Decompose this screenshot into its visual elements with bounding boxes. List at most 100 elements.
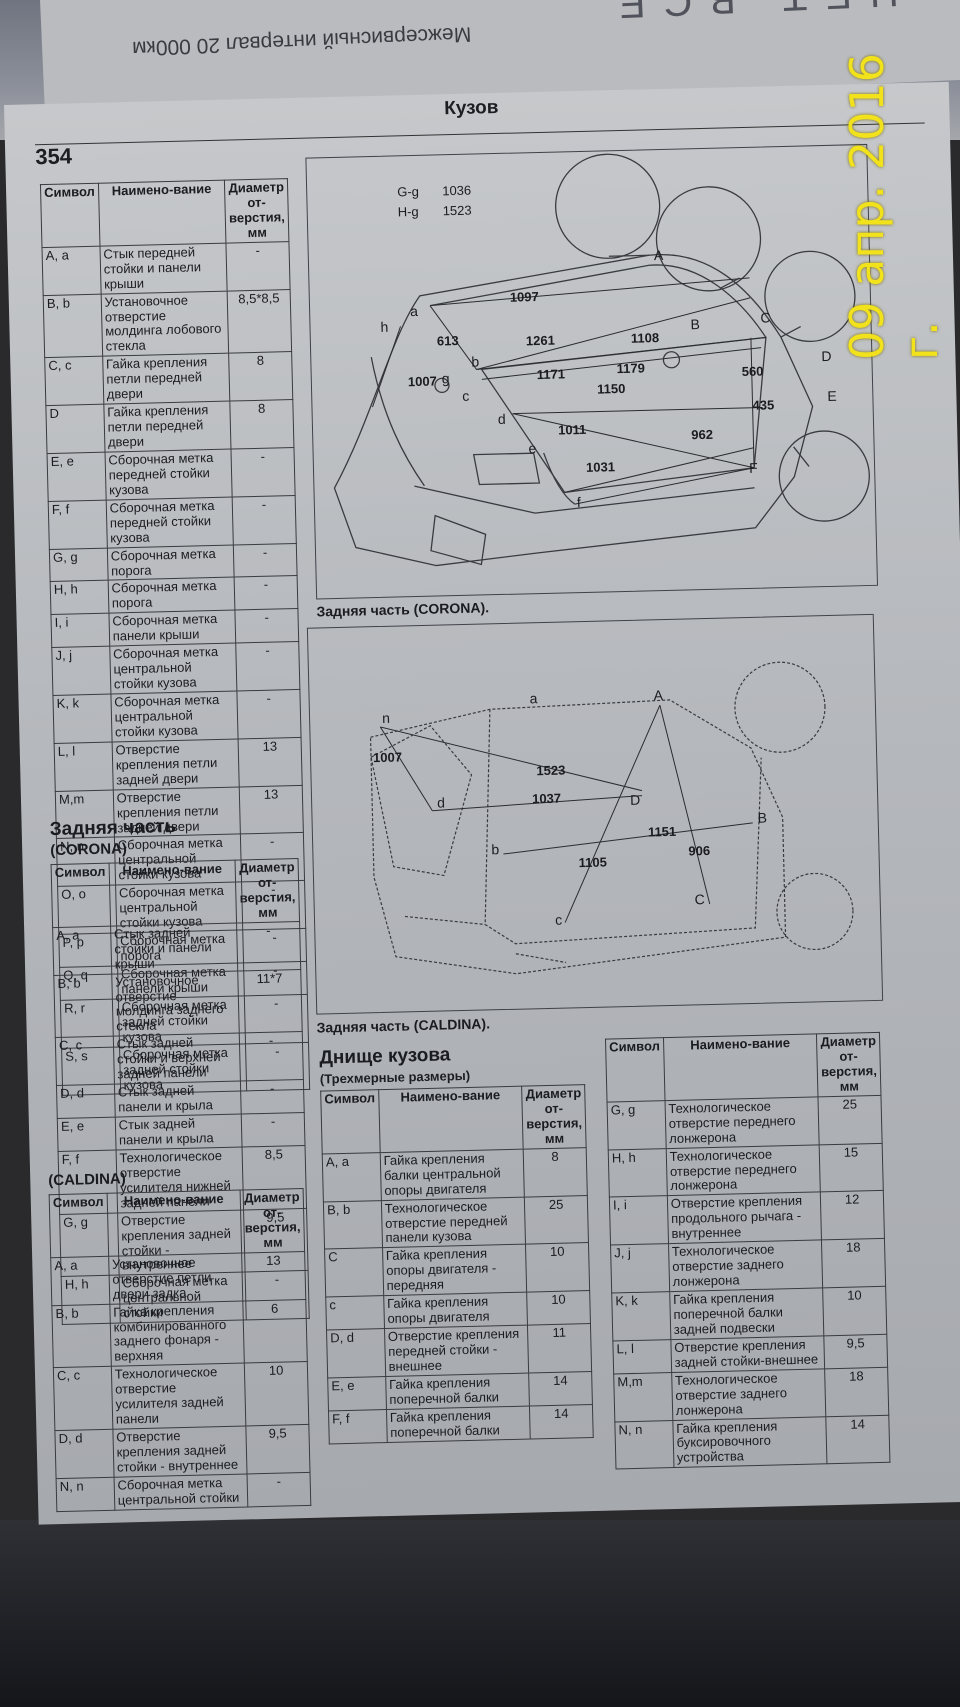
fig1-legend-hg: H-g xyxy=(398,204,419,220)
fig1-dim-1171: 1171 xyxy=(537,366,566,382)
fig1-point-B: B xyxy=(690,316,700,332)
cell-symbol: C, c xyxy=(53,1366,113,1431)
fig1-dim-560: 560 xyxy=(742,364,764,380)
cell-diameter: - xyxy=(226,241,291,291)
cell-name: Технологическое отверстие усилителя задн… xyxy=(111,1363,247,1430)
cell-name: Сборочная метка передней стойки кузова xyxy=(104,448,233,500)
fig1-dim-1097: 1097 xyxy=(510,289,539,305)
fig1-point-F: F xyxy=(749,460,758,476)
col-diameter: Диаметр от-верстия, мм xyxy=(224,178,289,243)
cell-name: Сборочная метка передней стойки кузова xyxy=(105,496,234,548)
cell-symbol: L, l xyxy=(612,1339,672,1374)
cell-symbol: D, d xyxy=(54,1429,114,1479)
cell-symbol: H, h xyxy=(50,580,109,615)
fig1-dim-1261: 1261 xyxy=(526,333,555,349)
fig1-point-E: E xyxy=(827,388,837,404)
col-diameter: Диаметр от-верстия, мм xyxy=(816,1032,881,1097)
cell-name: Стык задней стойки и панели крыши xyxy=(110,922,238,974)
cell-symbol: N, n xyxy=(614,1420,674,1470)
col-symbol: Символ xyxy=(40,183,100,248)
col-name: Наимено-вание xyxy=(663,1033,819,1101)
fig1-point-f: f xyxy=(577,494,581,510)
cell-symbol: D, d xyxy=(56,1084,115,1119)
cell-name: Отверстие крепления задней стойки-внешне… xyxy=(670,1335,825,1373)
corona-rear-drawing: G-g 1036 H-g 1523 1097 613 1261 1108 117… xyxy=(333,153,870,567)
cell-symbol: K, k xyxy=(52,694,112,744)
col-diameter: Диаметр от-верстия, мм xyxy=(521,1084,587,1149)
cell-symbol: K, k xyxy=(611,1291,671,1341)
cell-symbol: A, a xyxy=(41,245,101,296)
rear-section-title: Задняя часть xyxy=(49,816,177,841)
cell-symbol: c xyxy=(325,1295,385,1331)
underlying-page-text: Межсервисный интервал 20 000км xyxy=(131,22,472,61)
section-title: Кузов xyxy=(443,96,499,120)
cell-symbol: G, g xyxy=(607,1100,666,1150)
cell-diameter: 8,5*8,5 xyxy=(227,289,292,354)
cell-symbol: A, a xyxy=(52,925,112,976)
fig2-caption: Задняя часть (CALDINA). xyxy=(316,1015,491,1036)
cell-name: Отверстие крепления продольного рычага -… xyxy=(667,1192,822,1244)
fig1-point-a: a xyxy=(410,303,418,319)
cell-name: Отверстие крепления петли задней двери xyxy=(111,738,240,790)
cell-diameter: - xyxy=(240,1079,305,1114)
col-symbol: Символ xyxy=(51,863,111,928)
cell-symbol: D xyxy=(45,404,105,454)
table-floor-1: Символ Наимено-вание Диаметр от-верстия,… xyxy=(320,1084,594,1444)
cell-diameter: - xyxy=(247,1472,311,1507)
col-diameter: Диаметр от-верстия, мм xyxy=(240,1188,305,1253)
underlying-page-letters: НЕТ ВСЕ xyxy=(600,0,900,27)
cell-diameter: 10 xyxy=(525,1242,590,1293)
cell-symbol: F, f xyxy=(328,1409,387,1444)
cell-diameter: 9,5 xyxy=(246,1424,310,1474)
cell-name: Гайка крепления комбинированного заднего… xyxy=(109,1300,245,1367)
fig1-point-A: A xyxy=(654,247,664,263)
fig2-dim-1105: 1105 xyxy=(579,854,608,870)
cell-symbol: J, j xyxy=(51,646,111,696)
cell-name: Технологическое отверстие передней панел… xyxy=(381,1196,526,1248)
cell-name: Сборочная метка порога xyxy=(107,577,236,614)
cell-diameter: 15 xyxy=(819,1142,884,1193)
cell-symbol: F, f xyxy=(48,499,108,550)
cell-symbol: E, e xyxy=(57,1117,116,1152)
cell-diameter: - xyxy=(235,641,300,691)
cell-diameter: 14 xyxy=(529,1404,594,1439)
cell-symbol: C xyxy=(324,1247,384,1298)
cell-name: Гайка крепления опоры двигателя - передн… xyxy=(382,1244,527,1296)
cell-name: Гайка крепления петли передней двери xyxy=(102,353,231,405)
fig1-dim-1150: 1150 xyxy=(597,381,626,397)
cell-name: Установочное отверстие петли двери задка xyxy=(108,1252,244,1304)
cell-diameter: - xyxy=(233,543,298,578)
cell-diameter: 13 xyxy=(239,785,304,835)
cell-name: Технологическое отверстие заднего лонжер… xyxy=(671,1368,827,1421)
fig2-point-n: n xyxy=(382,710,390,726)
fig1-dim-1007: 1007 xyxy=(408,374,437,390)
col-name: Наимено-вание xyxy=(378,1086,524,1153)
cell-name: Установочное отверстие молдинга лобового… xyxy=(100,290,229,357)
cell-diameter: 8 xyxy=(523,1147,588,1197)
col-name: Наимено-вание xyxy=(106,1190,242,1257)
cell-name: Отверстие крепления задней стойки - внут… xyxy=(112,1426,248,1478)
fig2-dim-1151: 1151 xyxy=(648,824,677,840)
fig1-legend-hg-val: 1523 xyxy=(443,203,472,219)
cell-diameter: 8 xyxy=(228,351,293,402)
fig2-dim-1523: 1523 xyxy=(536,762,565,778)
cell-name: Гайка крепления опоры двигателя xyxy=(383,1292,528,1329)
cell-symbol: A, a xyxy=(50,1256,110,1306)
cell-symbol: J, j xyxy=(610,1243,670,1294)
cell-name: Гайка крепления петли передней двери xyxy=(103,401,232,453)
page-number: 354 xyxy=(34,143,73,170)
cell-name: Сборочная метка центральной стойки кузов… xyxy=(110,690,239,742)
cell-diameter: 11 xyxy=(527,1323,592,1373)
